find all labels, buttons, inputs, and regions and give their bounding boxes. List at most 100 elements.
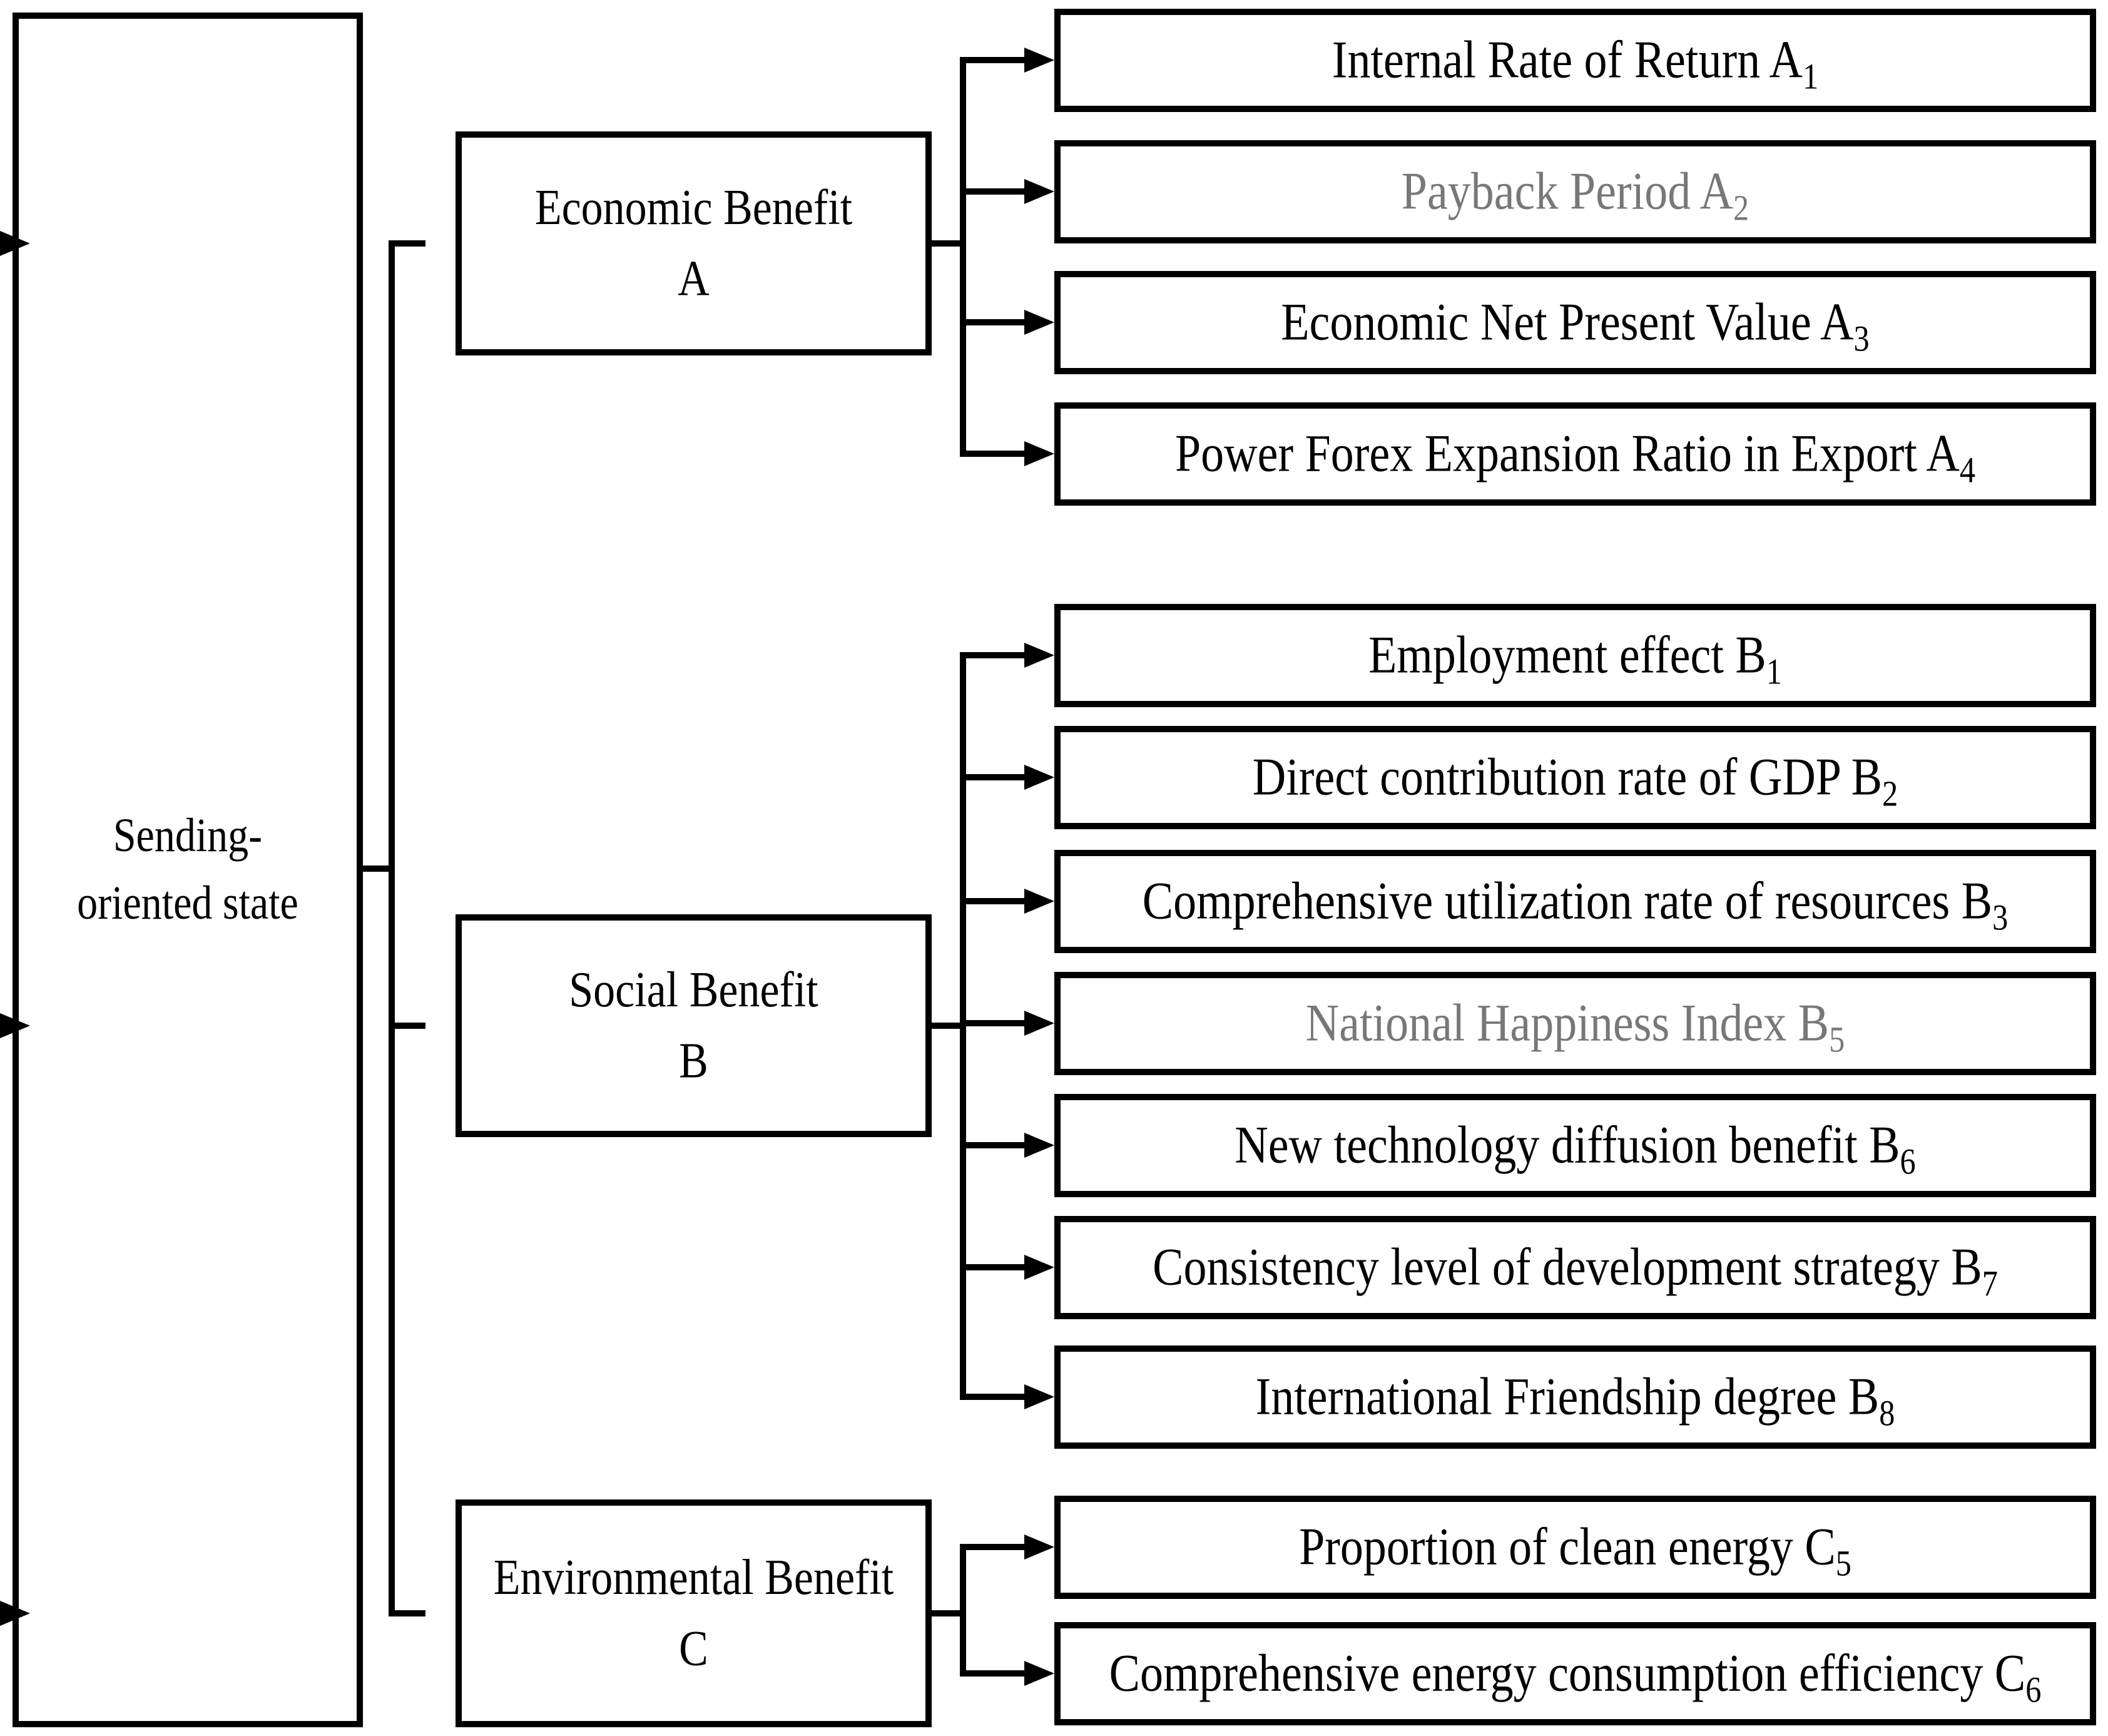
leaf-label-c6-text: Comprehensive energy consumption efficie…: [1109, 1643, 2026, 1703]
category-social-line2: B: [679, 1033, 708, 1090]
category-box-environmental-benefit-c: Environmental Benefit C: [456, 1499, 932, 1727]
arrow-to-b7-shaft: [960, 1264, 1024, 1270]
category-box-economic-benefit-a: Economic Benefit A: [456, 131, 932, 355]
leaf-box-b1: Employment effect B1: [1054, 604, 2096, 707]
leaf-label-b1-text: Employment effect B: [1368, 625, 1766, 685]
arrow-to-a1-shaft: [960, 57, 1024, 63]
root-label-line2: oriented state: [77, 877, 298, 930]
connector-economic-to-feeder: [925, 240, 966, 247]
arrow-to-a3-shaft: [960, 319, 1024, 325]
arrow-to-a4-arrowhead-icon: [1024, 441, 1054, 466]
leaf-label-b3-sub: 3: [1992, 897, 2009, 938]
leaf-label-b2-sub: 2: [1882, 773, 1898, 814]
arrow-to-b6-shaft: [960, 1142, 1024, 1148]
root-label: Sending- oriented state: [77, 802, 298, 937]
leaf-label-c6: Comprehensive energy consumption efficie…: [1109, 1636, 2042, 1712]
leaf-label-b5-sub: 5: [1829, 1019, 1845, 1060]
arrow-to-b3-arrowhead-icon: [1024, 889, 1054, 914]
category-environmental-line1: Environmental Benefit: [493, 1550, 894, 1605]
arrow-to-social-shaft: [389, 1023, 425, 1029]
category-economic-line1: Economic Benefit: [534, 180, 853, 235]
arrow-to-b5-arrowhead-icon: [1024, 1011, 1054, 1036]
feeder-line-environmental: [960, 1544, 966, 1677]
root-label-line1: Sending-: [113, 809, 263, 862]
leaf-label-b6: New technology diffusion benefit B6: [1235, 1108, 1915, 1183]
arrow-to-c6-shaft: [960, 1670, 1024, 1677]
leaf-label-b3-text: Comprehensive utilization rate of resour…: [1142, 871, 1993, 931]
arrow-to-environmental-shaft: [389, 1610, 425, 1616]
leaf-label-a2: Payback Period A2: [1402, 154, 1749, 230]
leaf-box-b3: Comprehensive utilization rate of resour…: [1054, 850, 2096, 953]
arrow-to-a1-arrowhead-icon: [1024, 48, 1054, 73]
leaf-label-a2-sub: 2: [1733, 187, 1749, 228]
arrow-to-b1-shaft: [960, 652, 1024, 658]
arrow-to-economic-arrowhead-icon: [0, 231, 30, 256]
leaf-label-c5-text: Proportion of clean energy C: [1299, 1517, 1836, 1577]
arrow-to-b2-shaft: [960, 774, 1024, 780]
arrow-to-a2-arrowhead-icon: [1024, 179, 1054, 204]
leaf-box-b6: New technology diffusion benefit B6: [1054, 1094, 2096, 1197]
category-economic-line2: A: [678, 251, 710, 307]
arrow-to-b5-shaft: [960, 1020, 1024, 1026]
arrow-to-a3-arrowhead-icon: [1024, 310, 1054, 335]
leaf-label-b6-text: New technology diffusion benefit B: [1235, 1115, 1900, 1175]
leaf-label-b8: International Friendship degree B8: [1256, 1359, 1895, 1435]
leaf-box-a4: Power Forex Expansion Ratio in Export A4: [1054, 402, 2096, 506]
leaf-label-b8-text: International Friendship degree B: [1255, 1367, 1880, 1427]
leaf-box-a3: Economic Net Present Value A3: [1054, 271, 2096, 374]
connector-environmental-to-feeder: [925, 1610, 966, 1616]
arrow-to-c5-shaft: [960, 1544, 1024, 1550]
connector-social-to-feeder: [925, 1023, 966, 1029]
category-label-social: Social Benefit B: [569, 954, 818, 1098]
connector-root-to-trunk: [360, 865, 395, 872]
leaf-label-b7-sub: 7: [1982, 1263, 1998, 1304]
leaf-label-c6-sub: 6: [2025, 1669, 2042, 1710]
arrow-to-c5-arrowhead-icon: [1024, 1534, 1054, 1560]
arrow-to-b7-arrowhead-icon: [1024, 1255, 1054, 1280]
leaf-label-a1: Internal Rate of Return A1: [1332, 23, 1818, 98]
trunk-line: [389, 240, 395, 1616]
arrow-to-environmental-arrowhead-icon: [0, 1601, 30, 1626]
leaf-label-a1-text: Internal Rate of Return A: [1332, 30, 1803, 90]
leaf-label-a4: Power Forex Expansion Ratio in Export A4: [1175, 416, 1975, 492]
leaf-label-b8-sub: 8: [1879, 1392, 1895, 1434]
arrow-to-a4-shaft: [960, 451, 1024, 457]
feeder-line-economic: [960, 57, 966, 457]
leaf-label-c5: Proportion of clean energy C5: [1299, 1509, 1851, 1585]
category-social-line1: Social Benefit: [569, 962, 818, 1018]
leaf-box-b2: Direct contribution rate of GDP B2: [1054, 726, 2096, 829]
leaf-label-a4-text: Power Forex Expansion Ratio in Export A: [1175, 424, 1960, 484]
leaf-box-c5: Proportion of clean energy C5: [1054, 1496, 2096, 1599]
leaf-label-b1: Employment effect B1: [1368, 618, 1782, 693]
arrow-to-b8-arrowhead-icon: [1024, 1384, 1054, 1409]
leaf-box-a1: Internal Rate of Return A1: [1054, 9, 2096, 112]
leaf-label-b2: Direct contribution rate of GDP B2: [1253, 740, 1898, 815]
arrow-to-b8-shaft: [960, 1394, 1024, 1400]
leaf-box-c6: Comprehensive energy consumption efficie…: [1054, 1622, 2096, 1725]
arrow-to-c6-arrowhead-icon: [1024, 1661, 1054, 1686]
category-label-environmental: Environmental Benefit C: [494, 1542, 894, 1685]
leaf-box-b8: International Friendship degree B8: [1054, 1345, 2096, 1449]
leaf-box-a2: Payback Period A2: [1054, 140, 2096, 243]
category-box-social-benefit-b: Social Benefit B: [456, 914, 932, 1137]
arrow-to-b6-arrowhead-icon: [1024, 1133, 1054, 1158]
leaf-label-b6-sub: 6: [1900, 1141, 1916, 1182]
leaf-label-a3-text: Economic Net Present Value A: [1281, 292, 1854, 352]
leaf-label-b3: Comprehensive utilization rate of resour…: [1143, 864, 2008, 939]
leaf-label-b7: Consistency level of development strateg…: [1153, 1230, 1998, 1305]
leaf-box-b5: National Happiness Index B5: [1054, 972, 2096, 1075]
leaf-label-b5-text: National Happiness Index B: [1305, 993, 1830, 1053]
arrow-to-a2-shaft: [960, 188, 1024, 195]
leaf-label-a2-text: Payback Period A: [1401, 161, 1734, 222]
leaf-label-b1-sub: 1: [1766, 651, 1782, 692]
leaf-label-a3: Economic Net Present Value A3: [1281, 285, 1869, 360]
arrow-to-b1-arrowhead-icon: [1024, 643, 1054, 668]
category-label-economic: Economic Benefit A: [535, 172, 852, 315]
arrow-to-economic-shaft: [389, 240, 425, 247]
leaf-label-a1-sub: 1: [1802, 56, 1819, 97]
leaf-box-b7: Consistency level of development strateg…: [1054, 1216, 2096, 1319]
leaf-label-c5-sub: 5: [1835, 1543, 1851, 1584]
leaf-label-b7-text: Consistency level of development strateg…: [1153, 1237, 1982, 1297]
leaf-label-b2-text: Direct contribution rate of GDP B: [1252, 747, 1883, 807]
